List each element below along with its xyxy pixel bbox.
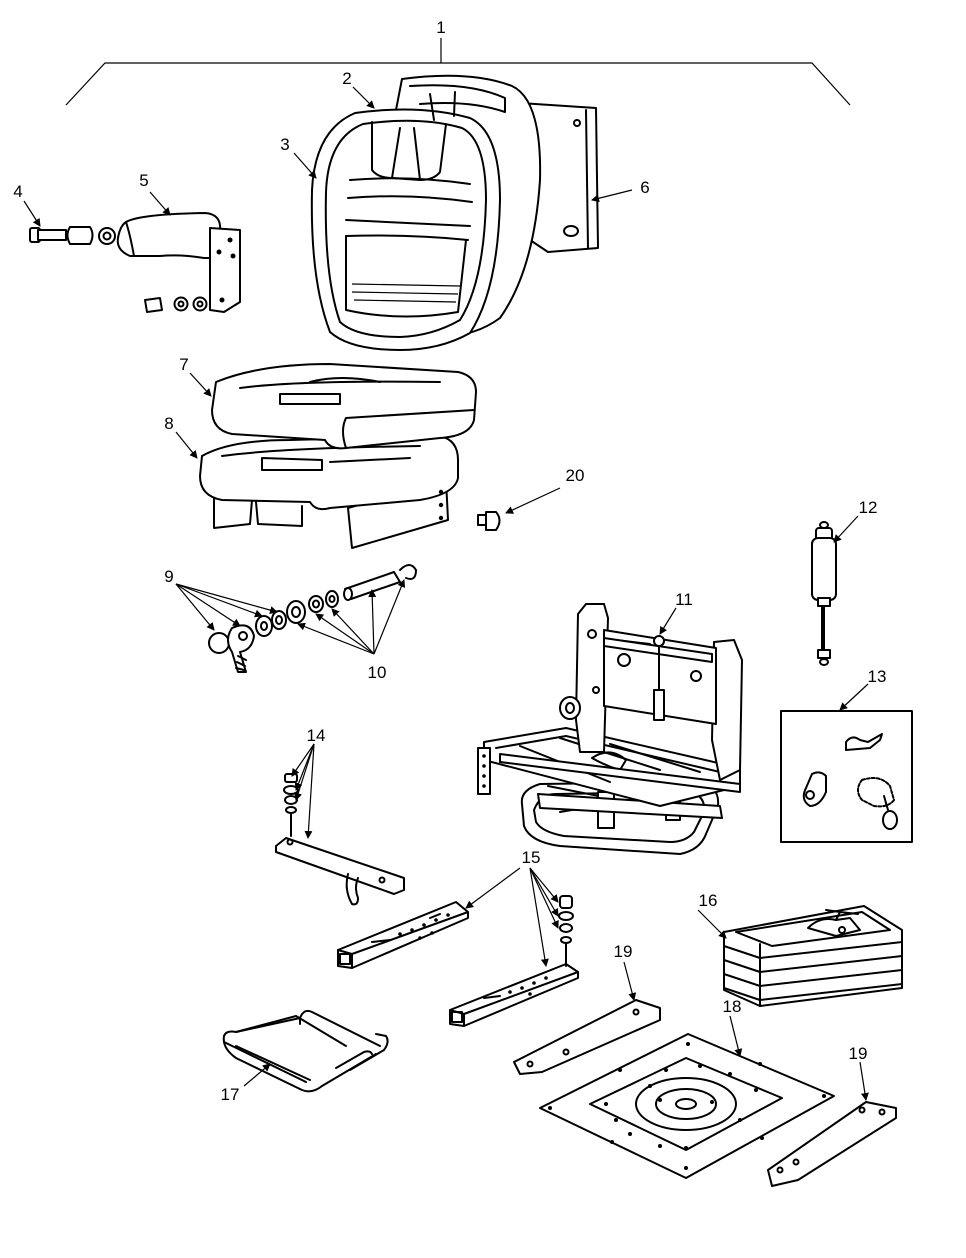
mounting-straps <box>513 999 897 1187</box>
armrest-assembly <box>29 212 241 313</box>
callout-11: 11 <box>675 590 693 609</box>
callout-5: 5 <box>139 171 148 190</box>
callout-7: 7 <box>179 355 188 374</box>
lever-hardware <box>208 564 417 673</box>
callout-2: 2 <box>342 69 351 88</box>
callout-14: 14 <box>307 726 326 745</box>
slide-rail-left <box>275 773 405 906</box>
handle-frame <box>222 1009 389 1093</box>
bellows-cover <box>723 905 903 1007</box>
leader-lines <box>23 86 869 1101</box>
seat-suspension <box>477 603 743 855</box>
callout-8: 8 <box>164 414 173 433</box>
callout-12: 12 <box>859 498 878 517</box>
adjustment-knob <box>477 511 501 531</box>
seat-cushion-assembly <box>199 363 477 549</box>
swivel-mounting-plate <box>539 1033 835 1179</box>
backrest-cushion <box>310 108 501 351</box>
callout-9: 9 <box>164 567 173 586</box>
hardware-kit-box <box>780 710 913 843</box>
callout-20: 20 <box>566 466 585 485</box>
callout-3: 3 <box>280 135 289 154</box>
callout-19b: 19 <box>849 1044 868 1063</box>
callout-4: 4 <box>13 182 22 201</box>
backrest-assembly <box>310 74 599 351</box>
callout-17: 17 <box>221 1085 240 1104</box>
callout-1: 1 <box>436 18 445 37</box>
callout-10: 10 <box>368 663 387 682</box>
callout-19a: 19 <box>614 942 633 961</box>
assembly-bracket <box>65 38 851 106</box>
callout-13: 13 <box>868 667 887 686</box>
callout-15: 15 <box>522 848 541 867</box>
callout-18: 18 <box>723 997 742 1016</box>
callout-6: 6 <box>640 178 649 197</box>
slide-rails <box>337 895 579 1027</box>
shock-absorber <box>811 521 837 666</box>
seat-base-cushion <box>199 435 459 511</box>
callout-16: 16 <box>699 891 718 910</box>
callout-labels: 1 2 3 4 5 6 7 8 9 10 11 12 13 14 15 16 1… <box>13 18 886 1104</box>
armrest <box>116 212 229 259</box>
